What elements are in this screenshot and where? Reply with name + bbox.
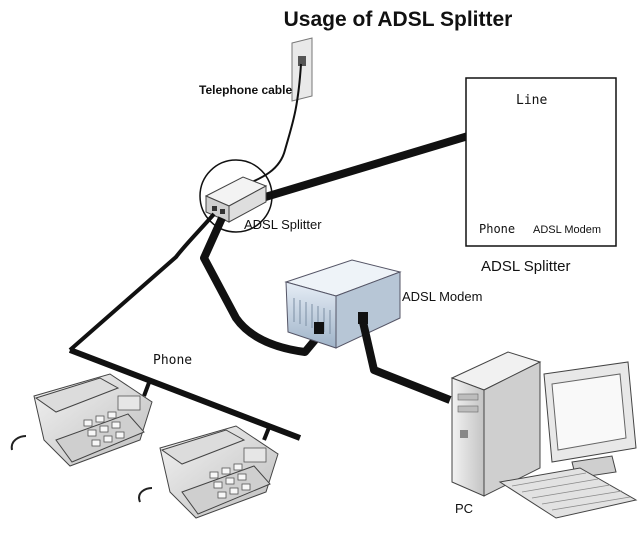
diagram-title: Usage of ADSL Splitter: [284, 8, 513, 31]
adsl-splitter-device: [204, 176, 268, 223]
telephone-1: [10, 373, 153, 467]
telephone-2: [138, 425, 279, 519]
phone-feed-line: [68, 212, 216, 352]
inset-caption: ADSL Splitter: [481, 258, 570, 275]
modem-feed-line: [200, 216, 324, 356]
phone-label: Phone: [153, 353, 192, 368]
modem-pc-cable: [359, 321, 452, 404]
phone-drop-1: [142, 379, 152, 397]
pc-monitor: [543, 361, 637, 479]
phone-drop-2: [262, 424, 272, 441]
wall-socket: [291, 37, 313, 102]
inset-line-label: Line: [516, 93, 547, 108]
adsl-splitter-label: ADSL Splitter: [244, 217, 322, 232]
adsl-modem-label: ADSL Modem: [402, 289, 482, 304]
pc-tower: [450, 351, 542, 497]
line-cable: [260, 126, 490, 202]
splitter-inset: Line Phone ADSL Modem: [465, 77, 617, 247]
splitter-highlight-circle: [199, 159, 273, 233]
telephone-cable: [244, 63, 302, 186]
phone-bus-line: [68, 347, 302, 441]
inset-phone-label: Phone: [479, 222, 515, 236]
pc-label: PC: [455, 501, 473, 516]
telephone-cable-label: Telephone cable: [199, 83, 292, 97]
pc-keyboard: [498, 467, 638, 519]
adsl-modem-device: [284, 259, 402, 349]
inset-frame: [465, 77, 617, 247]
inset-modem-label: ADSL Modem: [533, 224, 601, 236]
